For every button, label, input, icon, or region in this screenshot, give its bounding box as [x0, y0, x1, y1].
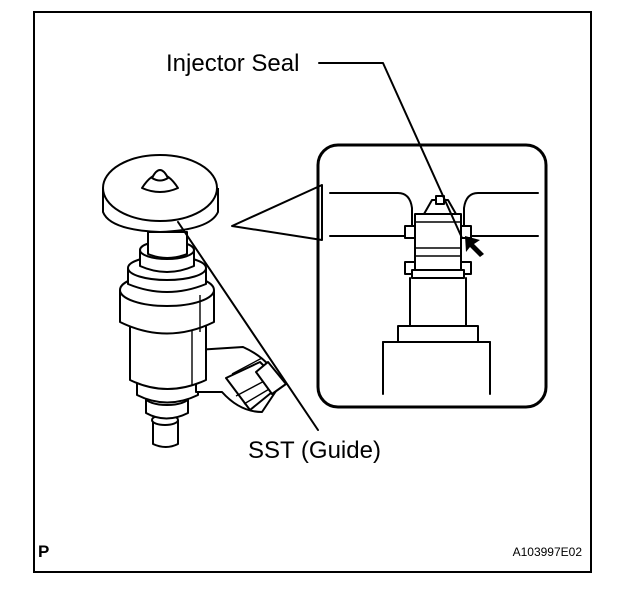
- detail-callout-pointer: [231, 184, 323, 241]
- injector-seal-leader: [318, 62, 463, 239]
- detail-frame: [316, 143, 548, 409]
- injector-seal-label: Injector Seal: [166, 50, 299, 77]
- sst-guide-leader: [177, 221, 319, 431]
- injector-detail: [382, 195, 491, 395]
- seal-arrow-icon: [465, 236, 484, 257]
- injector-connector: [195, 346, 287, 413]
- detail-view: [231, 143, 548, 409]
- injector-tip: [136, 382, 199, 448]
- head-bore: [329, 192, 539, 237]
- sst-guide-label: SST (Guide): [248, 437, 381, 464]
- p-marker: P: [38, 542, 49, 561]
- sst-guide-assembly: [102, 154, 287, 448]
- injector-body: [119, 240, 215, 390]
- figure-code: A103997E02: [513, 545, 583, 559]
- sst-guide-tool: [102, 154, 219, 259]
- figure-frame: [33, 11, 592, 573]
